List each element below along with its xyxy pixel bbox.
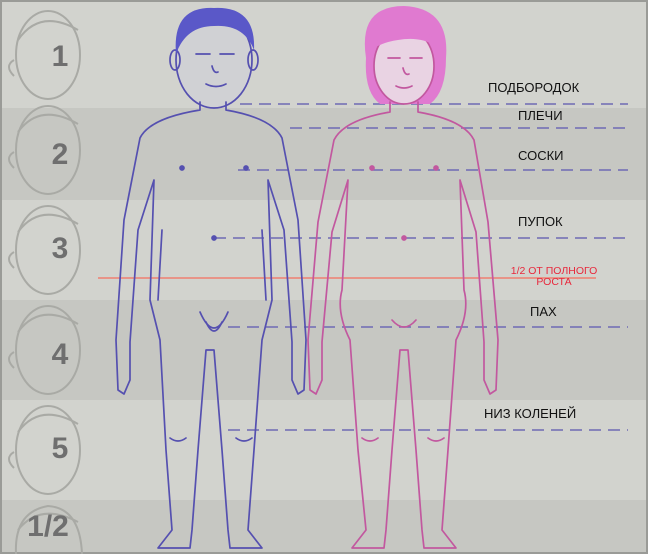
- label-crotch: ПАХ: [530, 304, 557, 319]
- band-number-5: 5: [44, 432, 76, 466]
- label-below-knees: НИЗ КОЛЕНЕЙ: [484, 406, 576, 421]
- girl-navel: [402, 236, 406, 240]
- band-number-4: 4: [44, 338, 76, 372]
- band-half-bg: [0, 500, 648, 554]
- label-shoulders: ПЛЕЧИ: [518, 108, 563, 123]
- label-nipples: СОСКИ: [518, 148, 564, 163]
- label-half-height: 1/2 ОТ ПОЛНОГО РОСТА: [492, 266, 616, 288]
- boy-nipple-left: [180, 166, 184, 170]
- band-number-3: 3: [44, 232, 76, 266]
- girl-nipple-left: [370, 166, 374, 170]
- band-number-half: 1/2: [8, 510, 88, 544]
- boy-navel: [212, 236, 216, 240]
- label-navel: ПУПОК: [518, 214, 563, 229]
- label-chin: ПОДБОРОДОК: [488, 80, 579, 95]
- boy-nipple-right: [244, 166, 248, 170]
- band-number-1: 1: [44, 40, 76, 74]
- girl-nipple-right: [434, 166, 438, 170]
- label-half-height-line2: РОСТА: [492, 277, 616, 288]
- band-number-2: 2: [44, 138, 76, 172]
